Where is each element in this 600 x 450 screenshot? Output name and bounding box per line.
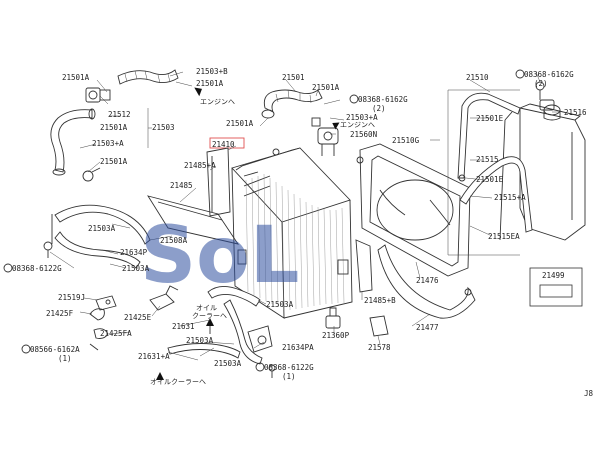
- label-qty-2-center: (2): [372, 104, 386, 113]
- flow-arrow-to-oil-cooler-bottom: [156, 372, 164, 380]
- label-21360p: 21360P: [322, 331, 350, 340]
- label-08368-6162g-right: 08368-6162G: [524, 70, 574, 79]
- oil-cooler-hose-21631: [167, 286, 263, 365]
- bracket-21519j: [95, 295, 117, 311]
- thermostat-housing: [85, 87, 111, 103]
- hose-clamp-left: [82, 167, 101, 182]
- insulator-21578: [369, 315, 389, 337]
- label-21503a-c: 21503A: [186, 336, 214, 345]
- label-21499: 21499: [542, 271, 565, 280]
- label-21501a-1: 21501A: [62, 73, 90, 82]
- label-21501: 21501: [282, 73, 305, 82]
- label-21503a: 21503+A: [92, 139, 124, 148]
- label-21477: 21477: [416, 323, 439, 332]
- label-08368-6122g-left: 08368-6122G: [12, 264, 62, 273]
- watermark-text: SoL: [140, 211, 299, 301]
- label-21515a: 21515+A: [494, 193, 526, 202]
- label-21503a-a: 21503A: [88, 224, 116, 233]
- label-21501a-4: 21501A: [100, 157, 128, 166]
- label-21425f: 21425F: [46, 309, 74, 318]
- flow-arrow-to-engine-center: [332, 122, 340, 130]
- label-qty-1-bottom: (1): [282, 372, 296, 381]
- mount-21360p: [325, 307, 341, 329]
- seal-21485a: [206, 147, 231, 217]
- lower-hose-left: [50, 108, 96, 176]
- label-21501a-3: 21501A: [100, 123, 128, 132]
- label-21485b: 21485+B: [364, 296, 396, 305]
- label-to-oil-cooler: オイルクーラーへ: [150, 378, 206, 386]
- label-08566-6162a: 08566-6162A: [30, 345, 80, 354]
- standard-part-markers: [3, 69, 525, 372]
- label-21503: 21503: [152, 123, 175, 132]
- upper-radiator-hose-21501: [261, 89, 323, 119]
- flow-arrow-to-engine-left: [194, 87, 202, 97]
- label-21515ea: 21515EA: [488, 232, 520, 241]
- label-21631: 21631: [172, 322, 195, 331]
- label-21476: 21476: [416, 276, 439, 285]
- reservoir-hose-21515: [457, 92, 533, 233]
- label-21503a-d: 21503A: [214, 359, 242, 368]
- label-qty-1-left: (1): [58, 354, 72, 363]
- label-21515: 21515: [476, 155, 499, 164]
- reservoir-group-frame: [447, 89, 520, 256]
- label-21410: 21410: [212, 140, 235, 149]
- seal-21485b: [355, 239, 373, 293]
- seal-21485: [147, 195, 240, 245]
- label-21501a-2: 21501A: [196, 79, 224, 88]
- label-21578: 21578: [368, 343, 391, 352]
- fan-shroud-21476: [356, 143, 471, 277]
- label-to-cooler: クーラーへ: [192, 312, 227, 320]
- label-08368-6162g-center: 08368-6162G: [358, 95, 408, 104]
- label-21503a-b: 21503A: [122, 264, 150, 273]
- radiator-core-21410: [231, 147, 353, 319]
- label-21512: 21512: [108, 110, 131, 119]
- label-21631a: 21631+A: [138, 352, 170, 361]
- label-21519j: 21519J: [58, 293, 85, 302]
- fitting-21634pa: [247, 325, 273, 353]
- label-oil: オイル: [196, 304, 217, 312]
- label-21508a: 21508A: [160, 236, 188, 245]
- label-21501a-5: 21501A: [312, 83, 340, 92]
- label-21503b: 21503+B: [196, 67, 228, 76]
- part-number-labels: 21501A 21503+B 21501A エンジンへ 21512 21501A…: [12, 67, 594, 398]
- label-21485a: 21485+A: [184, 161, 216, 170]
- reservoir-cap-21516: [543, 104, 561, 121]
- label-21501e-2: 21501E: [476, 175, 504, 184]
- corner-code: J8: [584, 389, 594, 398]
- oil-cooler-pipe-21634p: [43, 204, 151, 269]
- label-21634pa: 21634PA: [282, 343, 314, 352]
- clamp-21425fa: [89, 328, 109, 351]
- clamp-21425f: [89, 308, 105, 321]
- label-21503a-center: 21503+A: [346, 113, 378, 122]
- label-21634p: 21634P: [120, 248, 148, 257]
- label-21501a-6: 21501A: [226, 119, 254, 128]
- label-to-engine-2: エンジンへ: [340, 121, 375, 129]
- label-21501e-1: 21501E: [476, 114, 504, 123]
- label-21516: 21516: [564, 108, 587, 117]
- lower-shroud-21477: [377, 244, 476, 319]
- upper-hose-21503b: [117, 69, 179, 85]
- water-outlet-21560n: [311, 117, 339, 156]
- label-to-engine-1: エンジンへ: [200, 98, 235, 106]
- label-qty-2-right: (2): [534, 79, 548, 88]
- bracket-21425e: [149, 285, 179, 311]
- label-21503a-e: 21503A: [266, 300, 294, 309]
- label-21560n: 21560N: [350, 130, 377, 139]
- label-box-21499: [529, 267, 583, 307]
- reservoir-tank: [499, 99, 586, 241]
- flow-arrow-to-oil-cooler: [206, 318, 214, 334]
- label-21510g: 21510G: [392, 136, 420, 145]
- label-21485: 21485: [170, 181, 193, 190]
- label-21425e: 21425E: [124, 313, 152, 322]
- label-21425fa: 21425FA: [100, 329, 132, 338]
- label-21510: 21510: [466, 73, 489, 82]
- label-08368-6122g-bottom: 08368-6122G: [264, 363, 314, 372]
